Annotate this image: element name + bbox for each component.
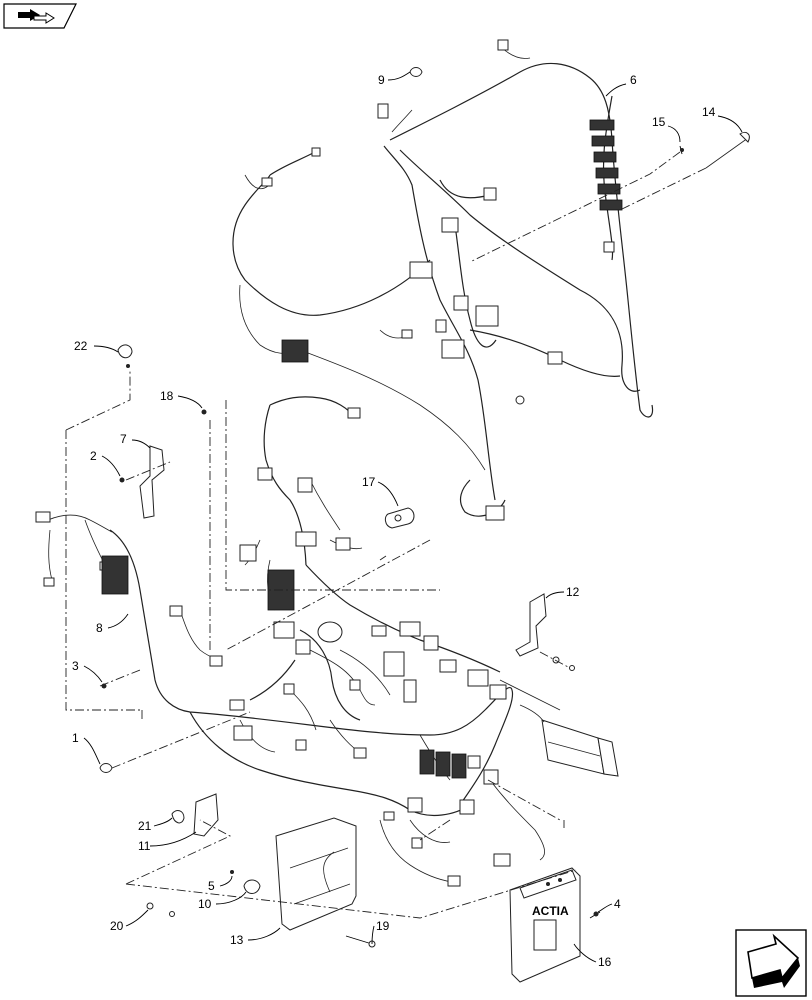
- callout-12: 12: [566, 585, 580, 599]
- clip-17-part: [384, 507, 415, 529]
- bracket-12-part: [515, 593, 575, 671]
- callout-11: 11: [138, 839, 151, 853]
- washer-20-part: [146, 902, 175, 917]
- callout-21: 21: [138, 819, 152, 833]
- harness-connector-block: [519, 704, 619, 777]
- alignment-lines: [65, 151, 707, 919]
- screw-2-part: [119, 477, 125, 483]
- clip-9-part: [409, 67, 423, 77]
- next-page-arrow-icon[interactable]: [735, 929, 807, 997]
- control-module-16: ACTIA: [509, 867, 581, 983]
- bracket-11-part: [171, 793, 219, 837]
- callout-leaders: [83, 71, 743, 963]
- clip-22-part: [117, 344, 133, 368]
- grommet-10-part: [243, 879, 261, 894]
- module-brand-label: ACTIA: [532, 904, 569, 918]
- callout-17: 17: [362, 475, 376, 489]
- callout-1: 1: [72, 731, 79, 745]
- callout-20: 20: [110, 919, 124, 933]
- screw-18-part: [201, 409, 207, 415]
- callout-10: 10: [198, 897, 212, 911]
- screw-4-part: [589, 911, 601, 919]
- callout-5: 5: [208, 879, 215, 893]
- upper-cab-harness: [232, 39, 654, 521]
- callout-13: 13: [230, 933, 244, 947]
- callout-16: 16: [598, 955, 612, 969]
- lower-main-harness: [35, 396, 561, 887]
- callout-6: 6: [630, 73, 637, 87]
- callout-numbers: 9 6 15 14 22 18 7 2 17 12 8 3 1 21 11 5 …: [72, 73, 716, 969]
- callout-4: 4: [614, 897, 621, 911]
- callout-14: 14: [702, 105, 716, 119]
- callout-18: 18: [160, 389, 174, 403]
- callout-9: 9: [378, 73, 385, 87]
- callout-19: 19: [376, 919, 390, 933]
- plate-13-part: [275, 817, 357, 931]
- callout-8: 8: [96, 621, 103, 635]
- view-direction-icon[interactable]: [3, 3, 77, 29]
- callout-7: 7: [120, 432, 127, 446]
- callout-2: 2: [90, 449, 97, 463]
- screw-5-part: [230, 870, 234, 874]
- callout-15: 15: [652, 115, 666, 129]
- callout-22: 22: [74, 339, 88, 353]
- bolt-19-part: [345, 935, 376, 948]
- tie-14-part: [705, 131, 750, 169]
- clip-1-part: [99, 763, 113, 773]
- screw-15-part: [679, 145, 684, 155]
- callout-3: 3: [72, 659, 79, 673]
- bracket-7-part: [139, 445, 165, 519]
